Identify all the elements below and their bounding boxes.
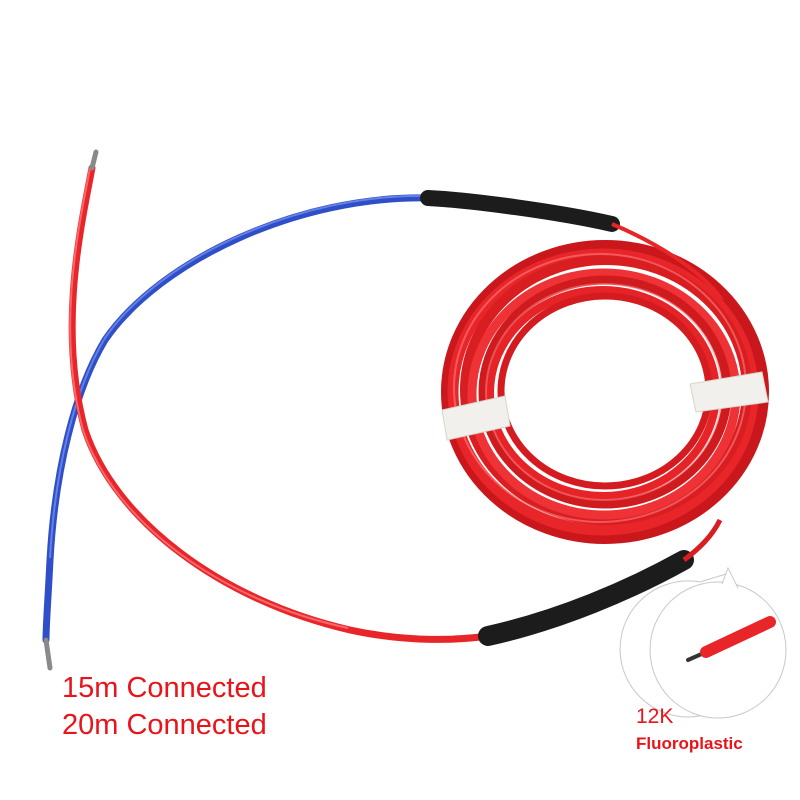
callout-pointer (721, 566, 739, 589)
blue-lead-wire (42, 194, 432, 644)
coil-loop (486, 286, 720, 500)
lower-cable-tail (682, 518, 723, 562)
caption-15m: 15m Connected (62, 672, 267, 704)
callout-wire-jacket (700, 616, 776, 658)
red-lead-wire (68, 164, 492, 643)
coil-loop (478, 275, 732, 509)
tie-left (441, 395, 511, 441)
coil-loop (497, 292, 713, 490)
detail-callout (619, 566, 787, 719)
detail-subtitle: Fluoroplastic (636, 734, 743, 753)
caption-20m: 20m Connected (62, 709, 267, 741)
tie-right (689, 371, 769, 413)
blue-lead-terminal (43, 637, 53, 671)
red-lead-terminal (89, 149, 99, 171)
detail-title: 12K (636, 705, 674, 728)
lower-splice-sleeve (478, 550, 694, 646)
upper-splice-sleeve (420, 190, 620, 232)
coil-ties (441, 371, 769, 441)
blue-lead-highlight (49, 194, 429, 559)
red-lead-highlight (69, 167, 349, 629)
upper-cable-tail (611, 222, 724, 302)
